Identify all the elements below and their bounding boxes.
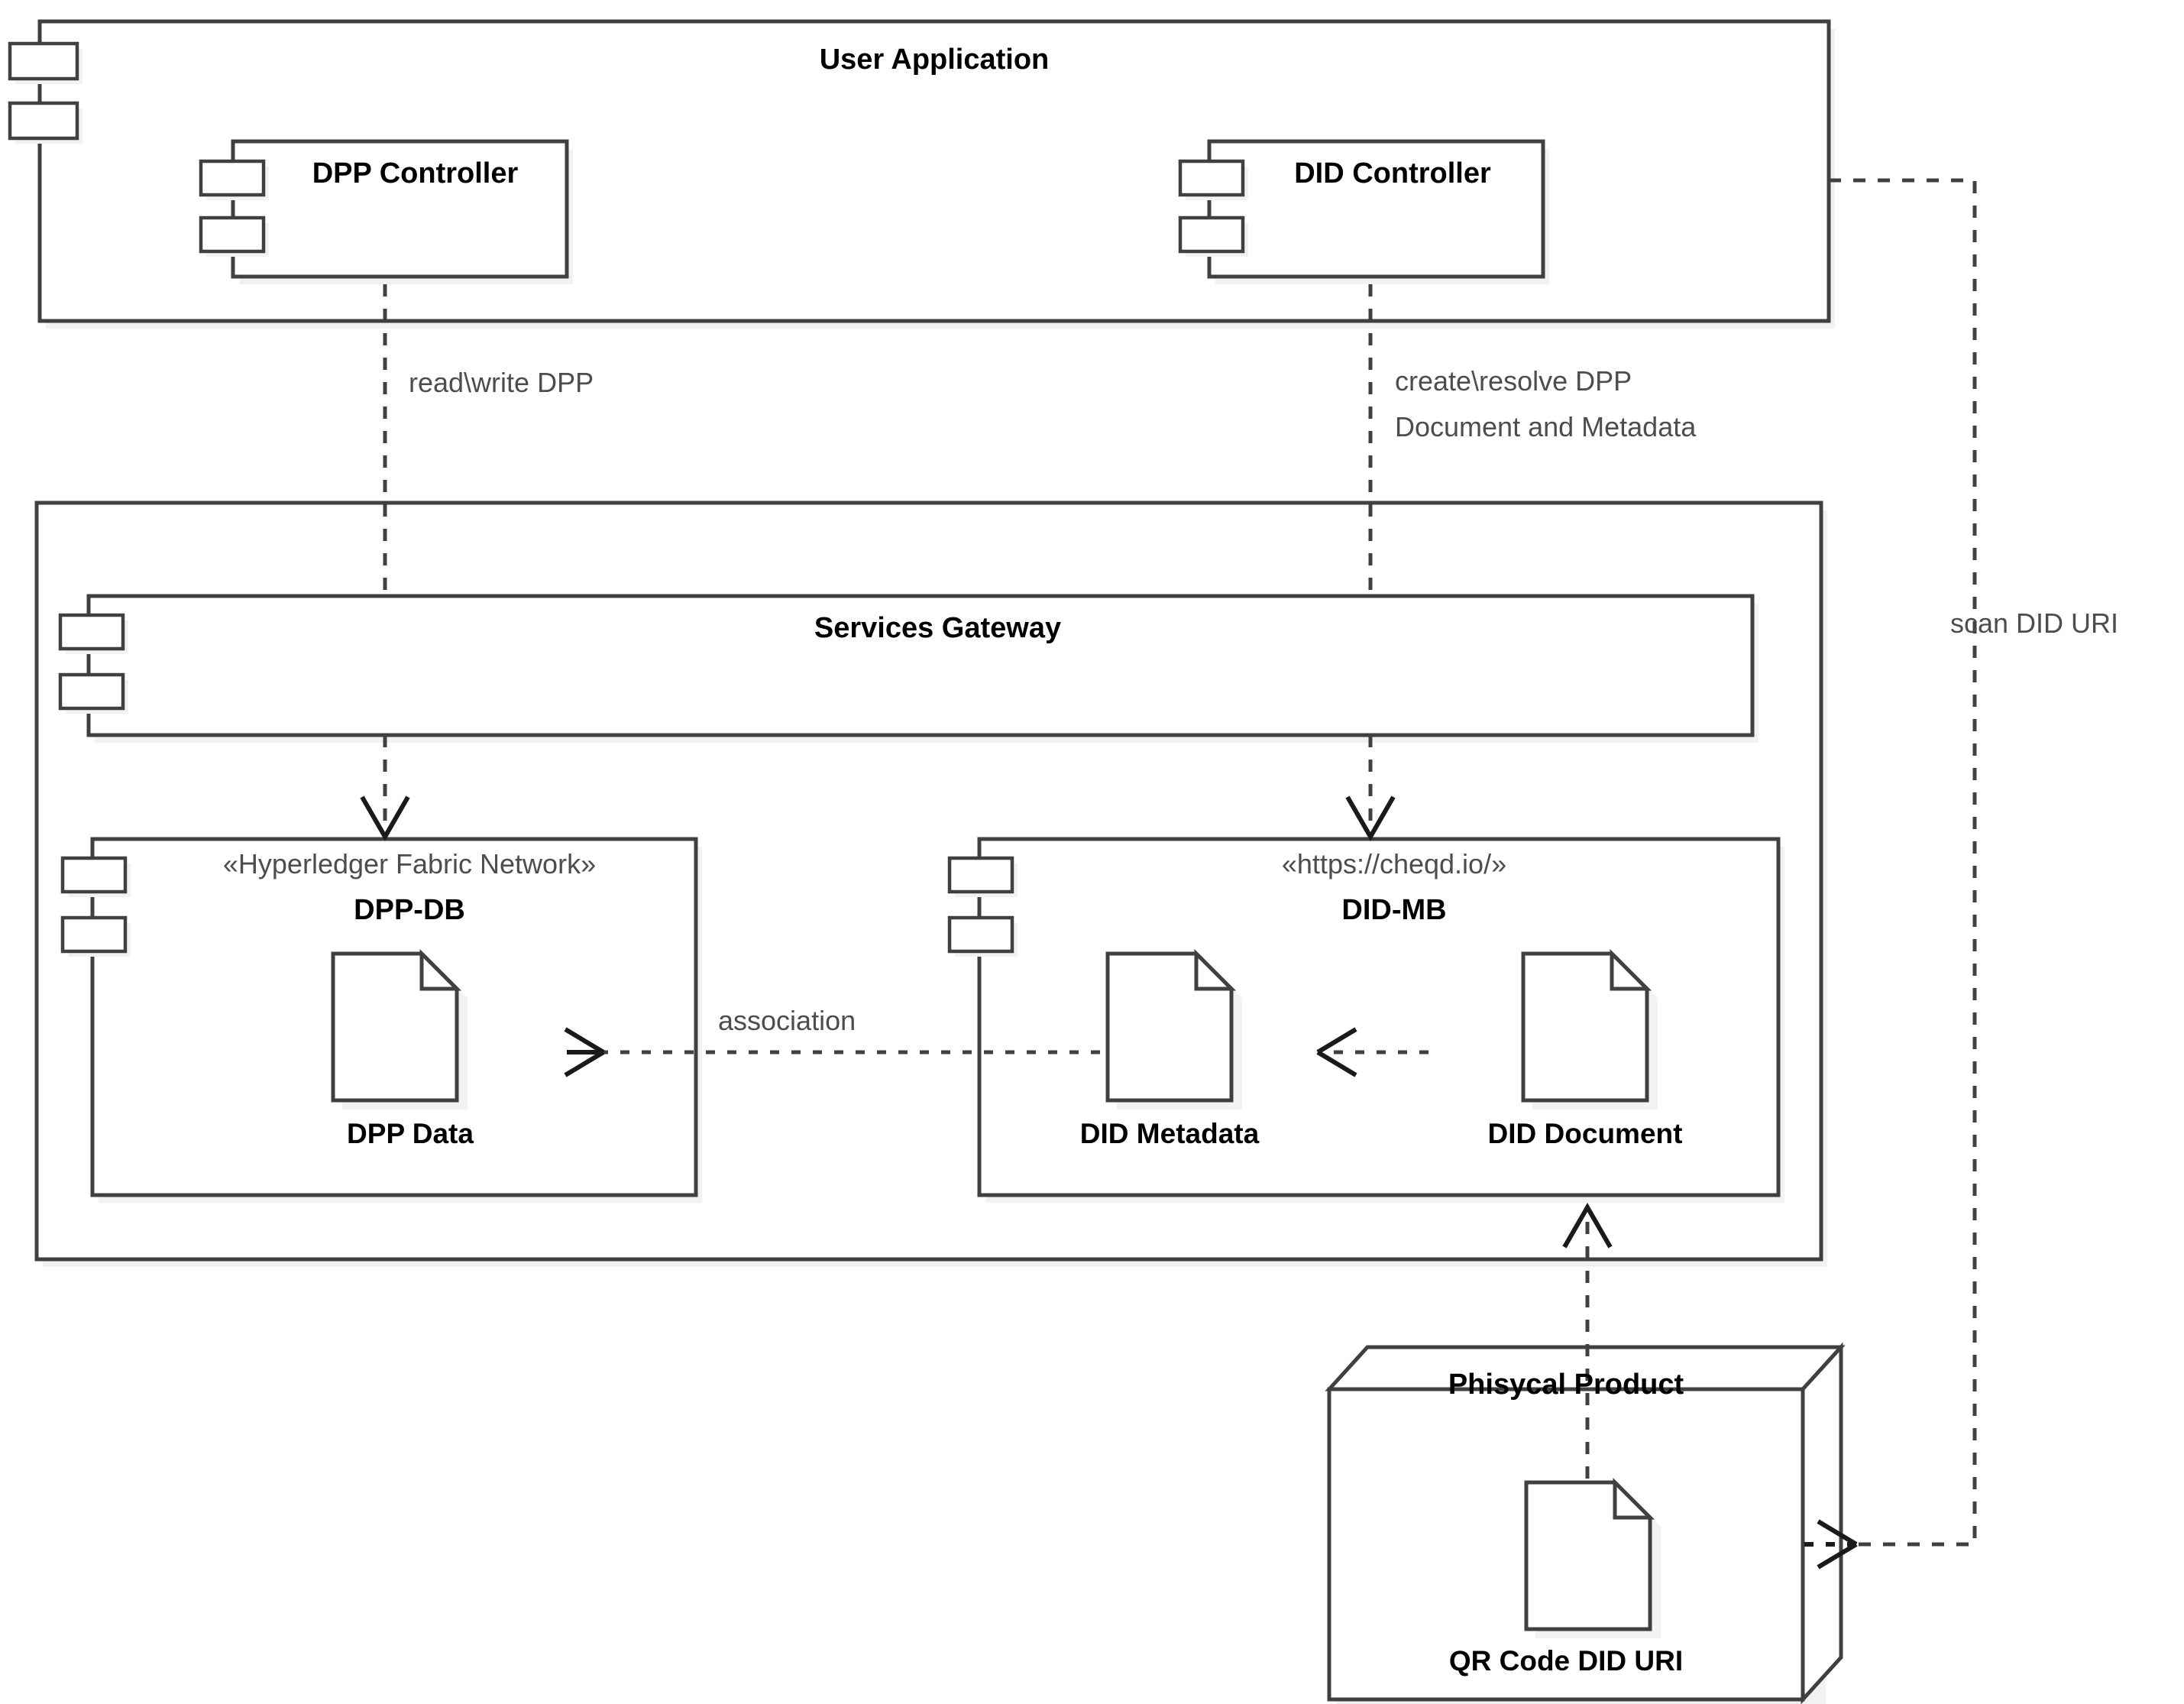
- edge-label-create-resolve-line1: create\resolve DPP: [1395, 365, 1632, 397]
- page-title: User Application: [819, 44, 1050, 76]
- did-controller-label: DID Controller: [1294, 157, 1491, 190]
- component-dpp-controller[interactable]: [199, 139, 573, 284]
- component-icon-dpp-db: [60, 856, 131, 957]
- node-dpp-db[interactable]: [60, 837, 702, 1203]
- dpp-controller-label: DPP Controller: [312, 157, 519, 190]
- edge-label-association: association: [718, 1005, 856, 1036]
- dpp-db-stereotype-label: «Hyperledger Fabric Network»: [222, 848, 597, 880]
- artifact-qr-code-did-uri-icon: [1524, 1477, 1661, 1638]
- component-icon-did-controller: [1178, 159, 1248, 257]
- node-physical-product[interactable]: [1325, 1342, 1846, 1704]
- edge-label-scan-did-uri: scan DID URI: [1950, 607, 2119, 639]
- component-services-gateway[interactable]: [58, 594, 1759, 743]
- did-document-label: DID Document: [1487, 1118, 1683, 1149]
- artifact-did-metadata-icon: [1105, 948, 1242, 1110]
- edge-did-document-to-metadata: [1316, 1027, 1428, 1077]
- artifact-did-document-icon: [1521, 948, 1658, 1110]
- did-mb-label: DID-MB: [1341, 894, 1447, 926]
- edge-product-to-did-document: [1562, 1202, 1613, 1479]
- component-icon-did-mb: [947, 856, 1018, 957]
- artifact-dpp-data-icon: [331, 948, 468, 1110]
- services-gateway-label: Services Gateway: [814, 612, 1062, 644]
- edge-label-create-resolve-line2: Document and Metadata: [1395, 411, 1697, 442]
- component-icon-user-application: [8, 41, 83, 144]
- edge-gateway-to-did-mb: [1345, 735, 1396, 842]
- edge-association: [564, 1027, 1100, 1077]
- did-metadata-label: DID Metadata: [1079, 1118, 1260, 1149]
- edge-scan-did-uri: [1804, 178, 1977, 1570]
- qr-code-did-uri-label: QR Code DID URI: [1448, 1645, 1684, 1676]
- dpp-data-label: DPP Data: [347, 1118, 474, 1149]
- component-icon-services-gateway: [58, 613, 128, 714]
- edge-gateway-to-dpp-db: [360, 735, 410, 842]
- node-did-mb[interactable]: [947, 837, 1784, 1203]
- did-mb-stereotype-label: «https://cheqd.io/»: [1281, 848, 1507, 880]
- edge-label-read-write-dpp: read\write DPP: [409, 367, 594, 398]
- component-did-controller[interactable]: [1178, 139, 1549, 284]
- physical-product-label: Phisycal Product: [1448, 1369, 1684, 1401]
- dpp-db-label: DPP-DB: [354, 894, 465, 926]
- component-icon-dpp-controller: [199, 159, 269, 257]
